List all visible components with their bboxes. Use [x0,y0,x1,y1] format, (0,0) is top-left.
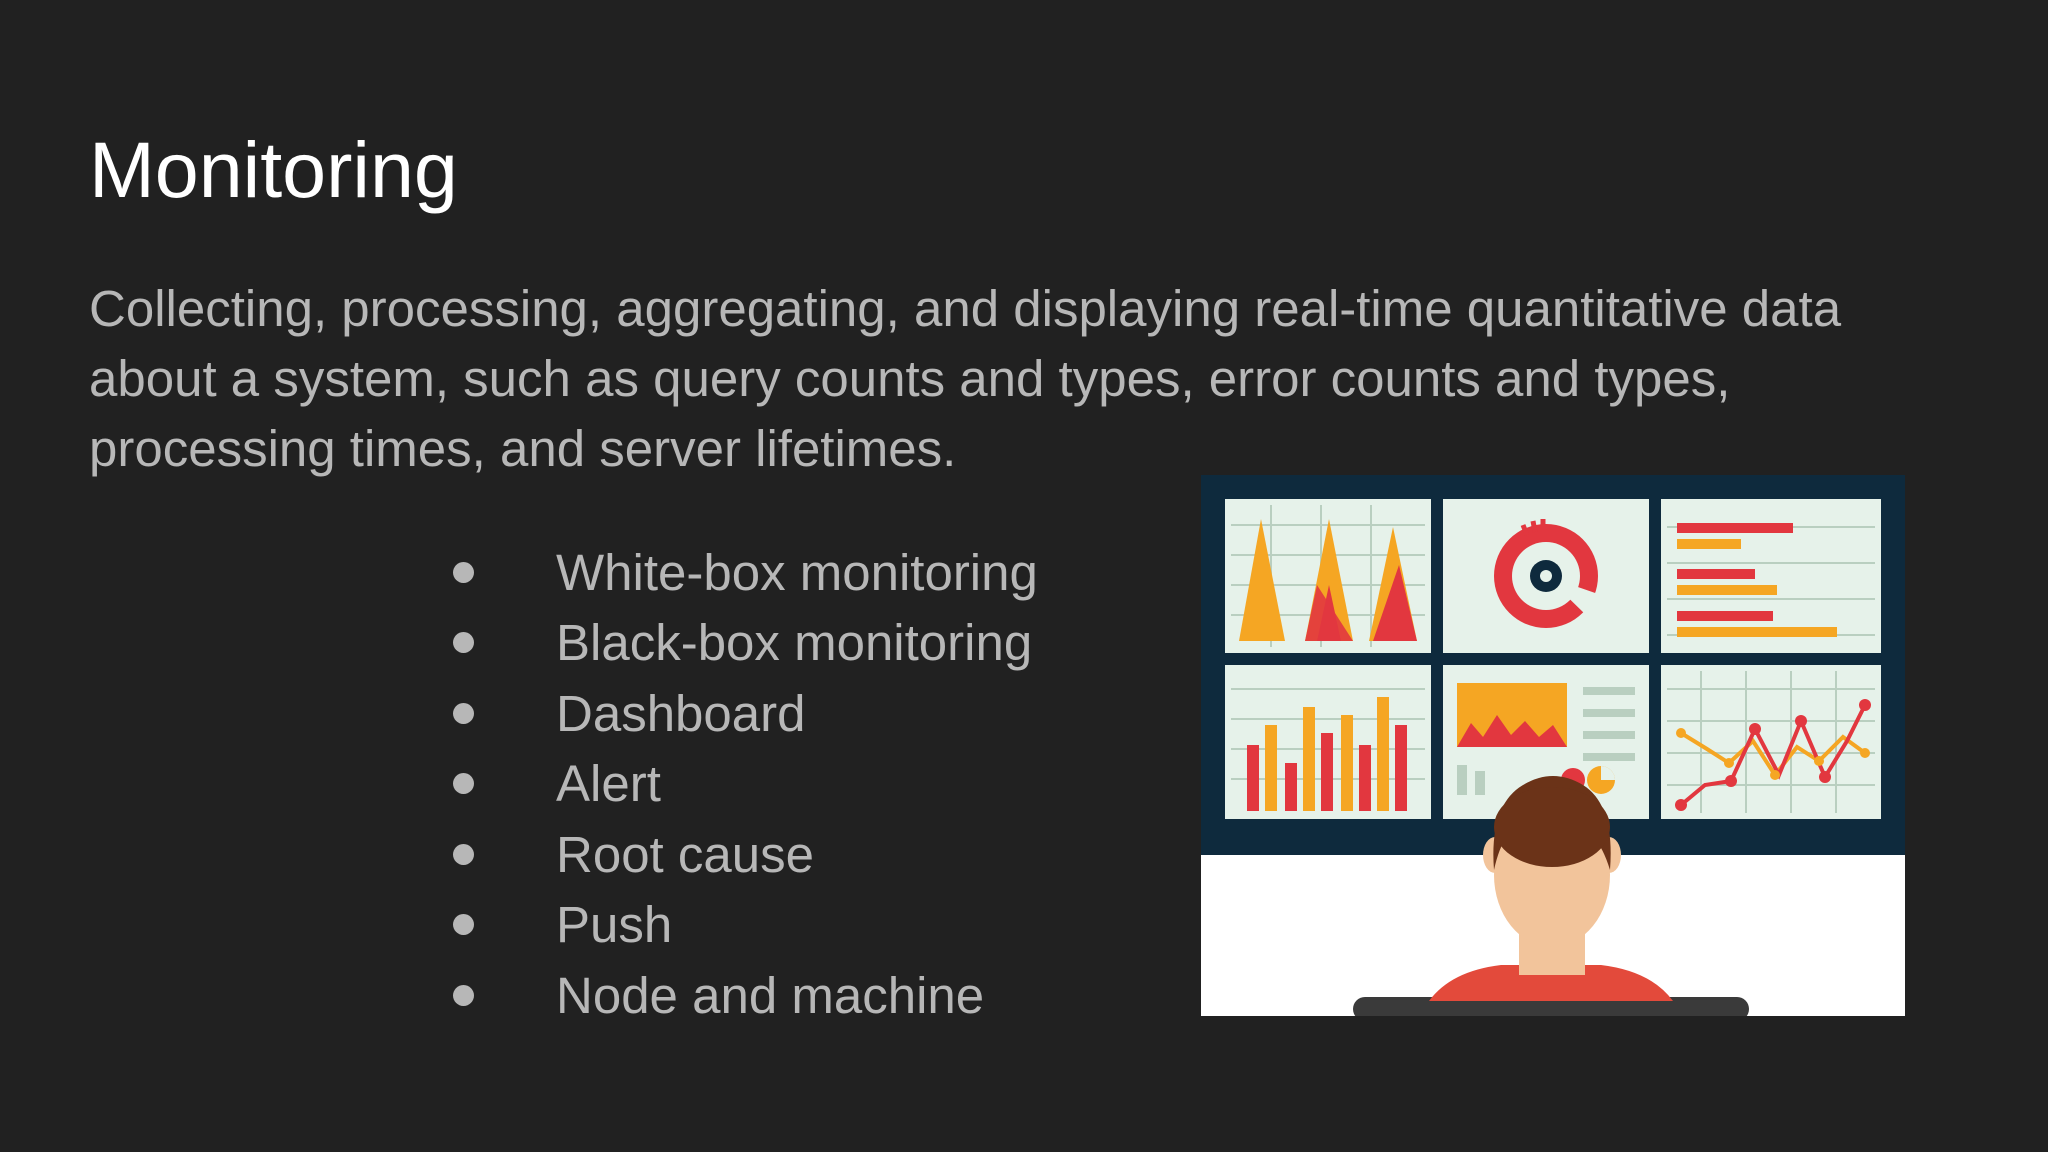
slide-description: Collecting, processing, aggregating, and… [89,280,1842,477]
dashboard-illustration [1201,475,1905,1016]
bullet-text: Root cause [556,825,814,883]
bullet-text: Dashboard [556,684,806,742]
bullet-text: Black-box monitoring [556,614,1033,672]
bullet-dot-icon [453,702,474,724]
bullet-item: Black-box monitoring [450,608,1038,679]
bullet-item: Alert [450,749,1038,820]
bullet-item: Node and machine [450,960,1038,1031]
bullet-dot-icon [453,632,474,654]
bullet-item: Root cause [450,819,1038,890]
bullet-list: White-box monitoring Black-box monitorin… [450,537,1038,1031]
bullet-text: Node and machine [556,966,985,1024]
bullet-dot-icon [453,773,474,795]
bullet-text: Alert [556,755,661,813]
bullet-item: Dashboard [450,678,1038,749]
bullet-dot-icon [453,984,474,1006]
donut-ticks [1520,519,1546,536]
bullet-text: White-box monitoring [556,543,1038,601]
bullet-dot-icon [453,561,474,583]
bullet-dot-icon [453,843,474,865]
slide-title: Monitoring [89,125,458,214]
bullet-text: Push [556,896,673,954]
monitoring-dashboard-image [1201,475,1905,1016]
bullet-item: White-box monitoring [450,537,1038,608]
bullet-dot-icon [453,914,474,936]
person-figure [1353,776,1749,1016]
bullet-item: Push [450,890,1038,961]
